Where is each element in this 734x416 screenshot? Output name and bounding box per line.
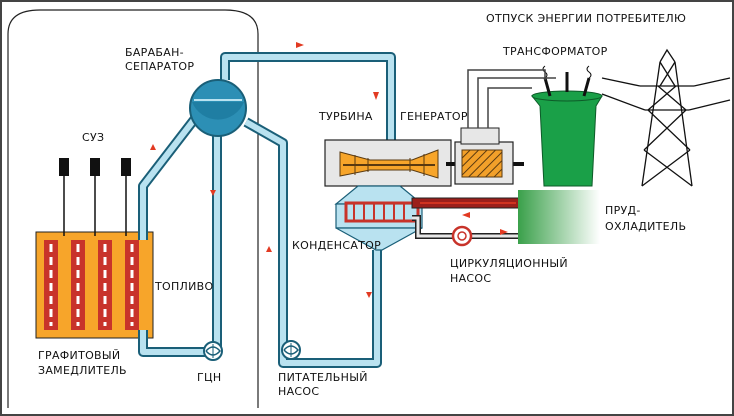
- fuel-label: ТОПЛИВО: [154, 280, 213, 293]
- fuel-rod: [44, 240, 58, 330]
- fuel-rod: [125, 240, 139, 330]
- energy-output-label: ОТПУСК ЭНЕРГИИ ПОТРЕБИТЕЛЮ: [486, 12, 686, 25]
- cooling-pond-label-line1: ПРУД-: [605, 204, 641, 217]
- cooling-pond: [518, 190, 600, 244]
- drum-separator: [189, 79, 247, 137]
- cooling-pond-label-line2: ОХЛАДИТЕЛЬ: [605, 220, 686, 233]
- moderator-label-line2: ЗАМЕДЛИТЕЛЬ: [38, 364, 127, 377]
- transformer-label: ТРАНСФОРМАТОР: [502, 45, 608, 58]
- control-rods-label: СУЗ: [82, 131, 104, 144]
- main-circulation-pump: [203, 341, 223, 361]
- circulation-pump: [451, 225, 473, 247]
- primary-loop: [138, 52, 396, 368]
- generator: [454, 127, 514, 185]
- circulation-pump-label-line1: ЦИРКУЛЯЦИОННЫЙ: [450, 257, 568, 270]
- turbine-label: ТУРБИНА: [318, 110, 373, 123]
- condenser: [334, 185, 424, 251]
- control-rods: [59, 158, 131, 236]
- reactor-building: [7, 9, 259, 408]
- drum-separator-label-line2: СЕПАРАТОР: [125, 60, 194, 73]
- transformer: [530, 65, 603, 187]
- feed-pump-label-line1: ПИТАТЕЛЬНЫЙ: [278, 371, 368, 384]
- drum-separator-label-line1: БАРАБАН-: [125, 46, 184, 59]
- feed-pump-label-line2: НАСОС: [278, 385, 319, 398]
- reactor-core: [35, 231, 154, 339]
- condenser-label: КОНДЕНСАТОР: [292, 239, 381, 252]
- main-pump-label: ГЦН: [197, 371, 221, 384]
- turbine: [324, 139, 452, 187]
- fuel-rod: [98, 240, 112, 330]
- transmission-tower: [601, 48, 731, 187]
- feed-pump: [281, 340, 301, 360]
- circulation-pump-label-line2: НАСОС: [450, 272, 491, 285]
- fuel-rod: [71, 240, 85, 330]
- generator-to-transformer-wires: [467, 69, 556, 128]
- generator-label: ГЕНЕРАТОР: [400, 110, 468, 123]
- flow-arrows: [150, 42, 508, 298]
- moderator-label-line1: ГРАФИТОВЫЙ: [38, 349, 120, 362]
